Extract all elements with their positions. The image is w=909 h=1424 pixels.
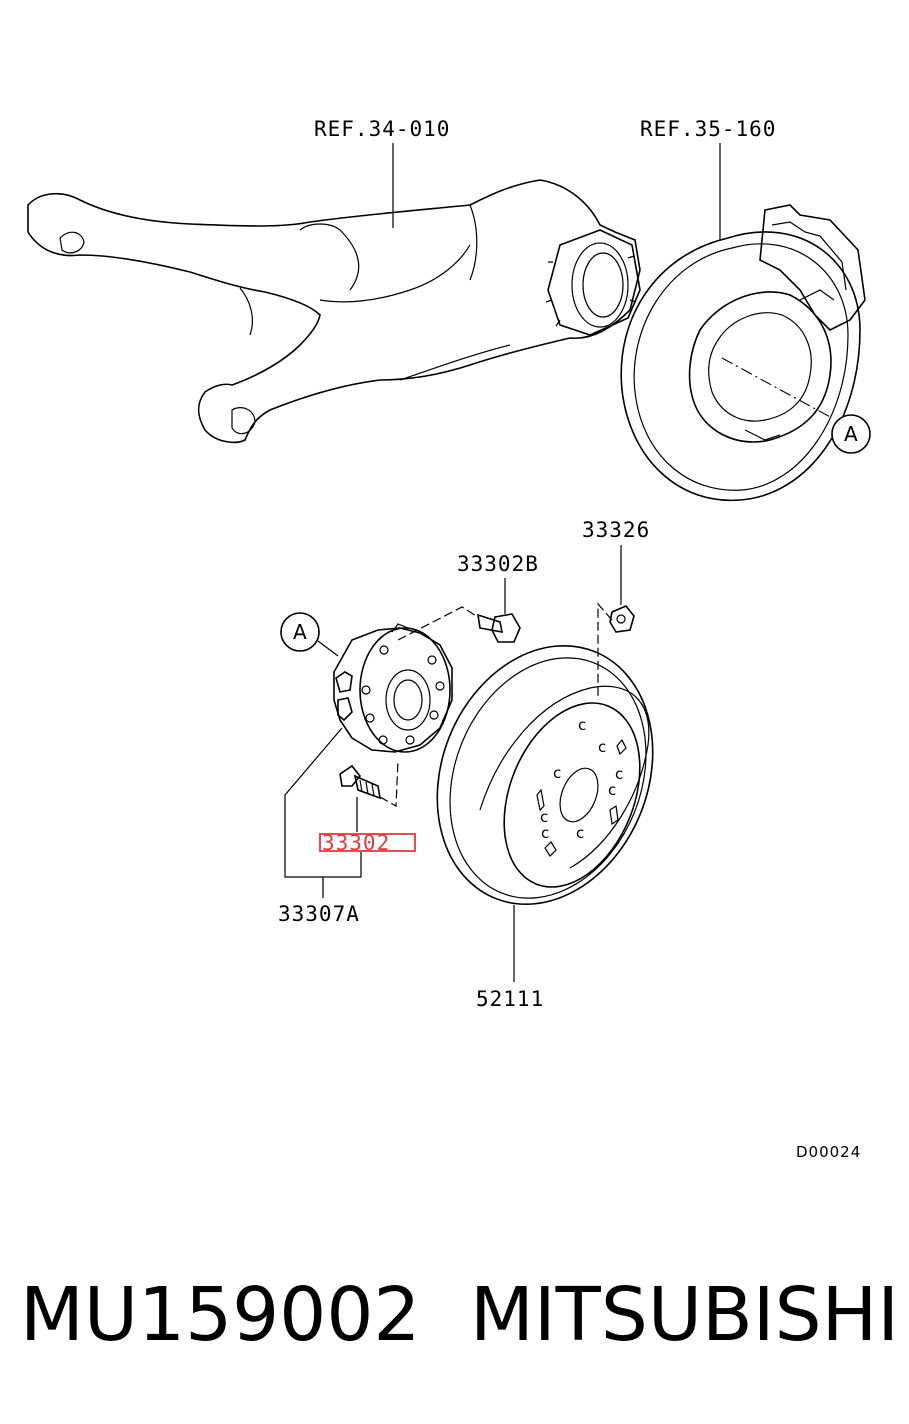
nut-dashed-leader — [597, 602, 613, 700]
drawing-code: D00024 — [796, 1143, 861, 1161]
svg-text:c: c — [615, 765, 624, 783]
circle-a-hub — [280, 612, 320, 652]
svg-text:c: c — [608, 781, 617, 799]
trailing-arm-illustration — [27, 179, 641, 444]
circle-a-brake-label: A — [844, 422, 858, 446]
brake-backing-plate-illustration — [620, 204, 871, 502]
rotor-label: 52111 — [476, 987, 544, 1011]
svg-text:c: c — [576, 824, 585, 842]
svg-text:c: c — [541, 824, 550, 842]
svg-text:c: c — [598, 738, 607, 756]
part-number: MU159002 — [20, 1272, 421, 1358]
ref-arm-label: REF.34-010 — [314, 117, 450, 141]
bolt-33302b-illustration — [477, 613, 521, 643]
stud-dashed-leader — [379, 759, 399, 808]
circle-a-hub-label: A — [293, 620, 307, 644]
hub-assembly-label: 33307A — [278, 902, 360, 926]
hub-assembly-bracket — [284, 727, 362, 878]
bolt-dashed-leader — [397, 606, 479, 641]
svg-text:c: c — [553, 764, 562, 782]
wheel-stud-33302-illustration — [339, 764, 382, 800]
circle-a-hub-leader — [317, 640, 339, 657]
nut-33326-illustration — [609, 605, 635, 633]
brake-rotor-illustration: c c c c c c c c — [436, 644, 654, 906]
bolt-b-label: 33302B — [457, 552, 539, 576]
stud-highlighted-label: 33302 — [322, 831, 390, 855]
ref-brake-label: REF.35-160 — [640, 117, 776, 141]
nut-label: 33326 — [582, 518, 650, 542]
svg-text:c: c — [540, 808, 549, 826]
highlight-box — [319, 833, 416, 852]
svg-text:c: c — [578, 716, 587, 734]
hub-assembly-illustration — [333, 623, 453, 753]
brand-name: MITSUBISHI — [470, 1272, 899, 1358]
